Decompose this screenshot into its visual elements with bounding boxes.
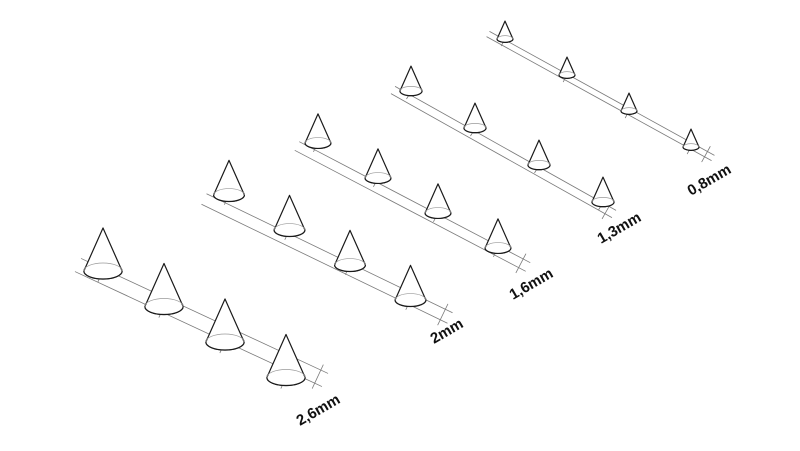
cone-base-back — [558, 71, 576, 76]
guide-end-tick — [701, 146, 711, 163]
cone — [205, 298, 245, 354]
cone-row-1-6mm — [294, 113, 531, 274]
cone-base-back — [484, 242, 512, 249]
cone-base-back — [424, 207, 452, 214]
cone-base-back — [620, 107, 638, 112]
cone — [144, 262, 184, 318]
cone-side — [266, 333, 306, 387]
cone — [334, 229, 367, 275]
cone-base-back — [334, 258, 366, 266]
cone — [304, 113, 332, 152]
cone-row-1-3mm — [390, 65, 617, 220]
guide-line — [486, 36, 712, 161]
guide-line — [390, 93, 613, 218]
cone-row-2-6mm — [74, 227, 329, 389]
cone-side — [213, 159, 245, 203]
cone — [213, 159, 246, 205]
cone-side — [496, 20, 514, 43]
cone-side — [394, 264, 427, 308]
cone-side — [334, 229, 366, 273]
cone-base-back — [273, 223, 306, 231]
cone-side — [83, 227, 123, 280]
cone-base-back — [394, 293, 427, 301]
guide-end-tick — [311, 364, 324, 389]
cone-base-back — [496, 35, 514, 40]
cone-side — [273, 194, 306, 238]
cone-side — [463, 102, 487, 134]
cone-side — [527, 139, 551, 171]
cone — [273, 194, 306, 240]
cone — [83, 227, 123, 283]
cone — [484, 218, 512, 257]
guide-end-tick — [437, 303, 449, 326]
cone-base-back — [527, 160, 551, 166]
cone — [364, 148, 392, 187]
cone — [394, 264, 427, 310]
cone — [527, 139, 551, 174]
size-label-1-3mm: 1,3mm — [595, 209, 645, 247]
guide-end-tick — [515, 253, 527, 274]
cone-side — [484, 218, 512, 255]
cone — [266, 333, 306, 389]
cone-base-back — [205, 333, 245, 343]
cone-base-back — [213, 188, 245, 196]
cone-side — [304, 113, 332, 150]
cone — [620, 92, 638, 119]
cone-row-2mm — [201, 159, 453, 326]
cone-side — [399, 65, 423, 97]
cone-base-back — [364, 172, 392, 179]
guide-line — [489, 31, 715, 156]
cone — [463, 102, 487, 137]
size-label-2-6mm: 2,6mm — [294, 391, 344, 429]
cone — [496, 20, 514, 47]
cone-base-back — [83, 262, 123, 272]
cone — [591, 176, 615, 211]
size-label-0-8mm: 0,8mm — [685, 161, 735, 199]
cone-base-back — [266, 369, 306, 378]
cone-side — [364, 148, 392, 185]
cone — [424, 183, 452, 222]
size-label-1-6mm: 1,6mm — [507, 265, 557, 303]
cone-side — [144, 262, 184, 316]
size-label-2mm: 2mm — [428, 315, 467, 347]
cone-base-back — [591, 197, 615, 203]
cone-side — [591, 176, 615, 208]
cone-side — [682, 128, 700, 151]
cone-base-back — [304, 137, 332, 144]
guide-line — [394, 86, 617, 211]
cone-side — [620, 92, 638, 115]
cone-base-back — [399, 86, 423, 92]
cone — [558, 56, 576, 83]
cone-base-back — [463, 123, 487, 129]
cone — [682, 128, 700, 155]
cone-side — [424, 183, 452, 220]
cone-side — [205, 298, 245, 351]
cone-side — [558, 56, 576, 79]
cone-row-0-8mm — [486, 20, 715, 163]
cone-base-back — [682, 143, 700, 148]
cone — [399, 65, 423, 100]
cone-base-back — [144, 298, 184, 307]
